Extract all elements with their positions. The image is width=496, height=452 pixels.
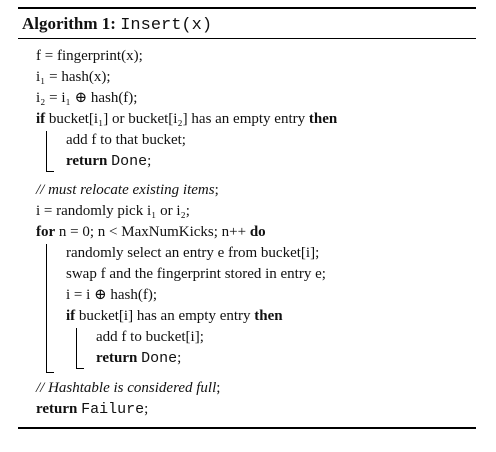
code-text: ; bbox=[147, 153, 152, 169]
code-text: ; bbox=[144, 401, 149, 417]
if-block-foot bbox=[46, 171, 54, 172]
code-text: i = randomly pick i₁ or i₂; bbox=[36, 203, 190, 219]
code-text: swap f and the fingerprint stored in ent… bbox=[66, 266, 326, 282]
line-5: add f to that bucket; bbox=[66, 130, 186, 150]
line-3: i₂ = i₁ ⊕ hash(f); bbox=[36, 88, 137, 108]
line-7: // must relocate existing items; bbox=[36, 180, 219, 200]
code-text: randomly select an entry e from bucket[i… bbox=[66, 245, 320, 261]
code-text: ; bbox=[216, 380, 221, 396]
top-rule bbox=[18, 7, 476, 9]
keyword: if bbox=[36, 111, 46, 127]
inner-if-block-foot bbox=[76, 368, 84, 369]
header-rule bbox=[18, 38, 476, 39]
line-17: return Failure; bbox=[36, 399, 148, 420]
code-text: n = 0; n < MaxNumKicks; n++ bbox=[55, 224, 250, 240]
keyword: return bbox=[96, 350, 138, 366]
return-value: Done bbox=[111, 153, 148, 170]
line-16: // Hashtable is considered full; bbox=[36, 378, 220, 398]
code-text: bucket[i] has an empty entry bbox=[75, 308, 255, 324]
keyword: do bbox=[249, 224, 266, 240]
algorithm-label: Algorithm 1: bbox=[22, 14, 116, 33]
algorithm-title: Algorithm 1: Insert(x) bbox=[22, 13, 212, 37]
code-text: add f to that bucket; bbox=[66, 132, 186, 148]
line-9: for n = 0; n < MaxNumKicks; n++ do bbox=[36, 222, 266, 242]
algorithm-name: Insert(x) bbox=[120, 16, 213, 35]
code-text: i = i ⊕ hash(f); bbox=[66, 287, 158, 303]
keyword: if bbox=[66, 308, 76, 324]
code-text: i₁ = hash(x); bbox=[36, 69, 111, 85]
line-15: return Done; bbox=[96, 348, 181, 369]
keyword: for bbox=[36, 224, 56, 240]
code-text: bucket[i₁] or bucket[i₂] has an empty en… bbox=[45, 111, 309, 127]
line-1: f = fingerprint(x); bbox=[36, 46, 143, 66]
keyword: return bbox=[36, 401, 78, 417]
line-11: swap f and the fingerprint stored in ent… bbox=[66, 264, 326, 284]
keyword: then bbox=[308, 111, 338, 127]
keyword: return bbox=[66, 153, 108, 169]
code-text: ; bbox=[214, 182, 219, 198]
line-10: randomly select an entry e from bucket[i… bbox=[66, 243, 319, 263]
line-4: if bucket[i₁] or bucket[i₂] has an empty… bbox=[36, 109, 337, 129]
bottom-rule bbox=[18, 427, 476, 429]
return-value: Failure bbox=[81, 401, 145, 418]
code-text: add f to bucket[i]; bbox=[96, 329, 204, 345]
line-13: if bucket[i] has an empty entry then bbox=[66, 306, 283, 326]
line-12: i = i ⊕ hash(f); bbox=[66, 285, 157, 305]
line-2: i₁ = hash(x); bbox=[36, 67, 111, 87]
inner-if-block-bar bbox=[76, 328, 77, 368]
if-block-bar bbox=[46, 131, 47, 171]
code-text: f = fingerprint(x); bbox=[36, 48, 143, 64]
line-14: add f to bucket[i]; bbox=[96, 327, 204, 347]
for-block-foot bbox=[46, 372, 54, 373]
line-8: i = randomly pick i₁ or i₂; bbox=[36, 201, 190, 221]
return-value: Done bbox=[141, 350, 178, 367]
code-text: i₂ = i₁ ⊕ hash(f); bbox=[36, 90, 138, 106]
comment-text: // must relocate existing items bbox=[36, 182, 215, 198]
code-text: ; bbox=[177, 350, 182, 366]
for-block-bar bbox=[46, 244, 47, 372]
comment-text: // Hashtable is considered full bbox=[36, 380, 217, 396]
keyword: then bbox=[254, 308, 283, 324]
line-6: return Done; bbox=[66, 151, 151, 172]
